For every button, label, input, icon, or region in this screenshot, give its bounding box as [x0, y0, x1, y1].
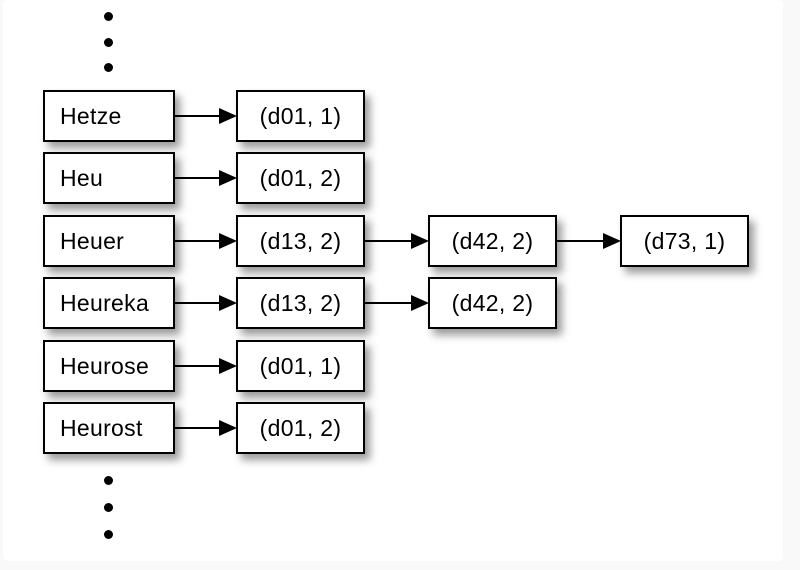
arrow-head-icon [603, 233, 621, 249]
posting-label: (d73, 1) [643, 227, 726, 254]
arrow-shaft [174, 176, 222, 180]
arrow-shaft [364, 239, 414, 243]
posting-box: (d73, 1) [620, 215, 749, 267]
ellipsis-dot [103, 502, 113, 512]
term-box: Heuer [43, 215, 175, 267]
posting-label: (d13, 2) [259, 227, 342, 254]
ellipsis-dot [103, 11, 113, 21]
arrow [174, 358, 237, 374]
arrow [364, 233, 429, 249]
term-label: Heurost [60, 414, 143, 441]
term-box: Heurose [43, 340, 175, 392]
arrow-shaft [174, 364, 222, 368]
term-box: Hetze [43, 90, 175, 142]
ellipsis-dot [103, 475, 113, 485]
arrow-head-icon [219, 108, 237, 124]
arrow-head-icon [219, 233, 237, 249]
arrow [174, 170, 237, 186]
inverted-index-diagram: Hetze (d01, 1) Heu (d01, 2) Heuer (d13, 2) (d4… [3, 0, 783, 561]
arrow [174, 108, 237, 124]
term-label: Heureka [60, 289, 150, 316]
posting-label: (d42, 2) [451, 289, 534, 316]
term-box: Heureka [43, 277, 175, 329]
term-box: Heu [43, 152, 175, 204]
posting-box: (d01, 2) [236, 152, 365, 204]
arrow-head-icon [219, 295, 237, 311]
ellipsis-dot [103, 529, 113, 539]
term-label: Heuer [60, 227, 125, 254]
term-label: Heu [60, 164, 104, 191]
arrow [174, 420, 237, 436]
posting-label: (d01, 1) [259, 102, 342, 129]
ellipsis-dot [103, 37, 113, 47]
arrow-head-icon [411, 233, 429, 249]
arrow [556, 233, 621, 249]
posting-box: (d01, 1) [236, 90, 365, 142]
arrow [174, 233, 237, 249]
arrow-head-icon [219, 170, 237, 186]
arrow [364, 295, 429, 311]
ellipsis-dot [103, 62, 113, 72]
posting-box: (d01, 1) [236, 340, 365, 392]
arrow-head-icon [219, 358, 237, 374]
posting-label: (d01, 1) [259, 352, 342, 379]
arrow-shaft [174, 426, 222, 430]
arrow-head-icon [411, 295, 429, 311]
arrow-head-icon [219, 420, 237, 436]
posting-label: (d13, 2) [259, 289, 342, 316]
term-box: Heurost [43, 402, 175, 454]
posting-box: (d01, 2) [236, 402, 365, 454]
arrow-shaft [174, 239, 222, 243]
term-label: Heurose [60, 352, 150, 379]
posting-box: (d42, 2) [428, 215, 557, 267]
diagram-canvas: Hetze (d01, 1) Heu (d01, 2) Heuer (d13, 2) (d4… [3, 0, 783, 561]
arrow-shaft [174, 301, 222, 305]
arrow-shaft [556, 239, 606, 243]
arrow [174, 295, 237, 311]
posting-box: (d42, 2) [428, 277, 557, 329]
posting-label: (d42, 2) [451, 227, 534, 254]
posting-box: (d13, 2) [236, 215, 365, 267]
arrow-shaft [364, 301, 414, 305]
posting-label: (d01, 2) [259, 414, 342, 441]
arrow-shaft [174, 114, 222, 118]
term-label: Hetze [60, 102, 122, 129]
posting-box: (d13, 2) [236, 277, 365, 329]
posting-label: (d01, 2) [259, 164, 342, 191]
